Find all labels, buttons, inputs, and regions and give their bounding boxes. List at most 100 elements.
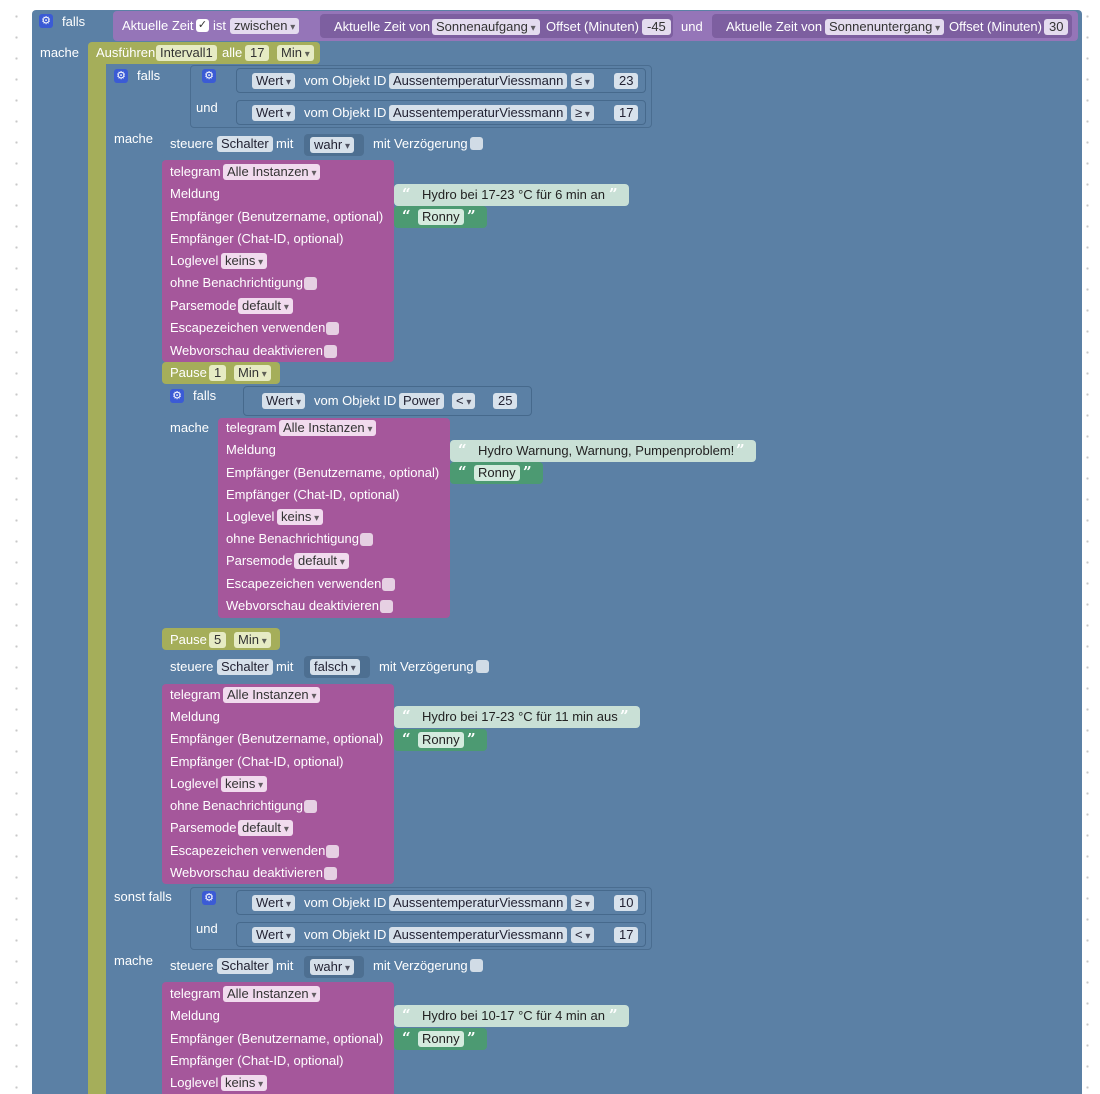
delay-checkbox[interactable] — [476, 660, 489, 673]
loglevel-dropdown[interactable]: keins — [277, 509, 324, 525]
text-block[interactable] — [394, 1005, 629, 1027]
quote-open-icon: “ — [402, 185, 411, 203]
value-dropdown[interactable]: Wert — [252, 73, 296, 89]
gear-icon[interactable]: ⚙ — [114, 69, 128, 83]
pause-value[interactable]: 5 — [209, 632, 227, 648]
control-target[interactable]: Schalter — [217, 958, 273, 974]
value-dropdown[interactable]: Wert — [262, 393, 306, 409]
pause-unit[interactable]: Min — [234, 365, 271, 381]
instance-dropdown[interactable]: Alle Instanzen — [223, 164, 321, 180]
recipient-chat-label: Empfänger (Chat-ID, optional) — [226, 487, 400, 502]
telegram-block[interactable] — [218, 418, 450, 618]
value-dropdown[interactable]: Wert — [252, 927, 296, 943]
telegram-label: telegram — [226, 420, 277, 435]
compare-value[interactable]: 23 — [614, 73, 639, 89]
object-id[interactable]: AussentemperaturViessmann — [389, 927, 568, 943]
recipient-user-label: Empfänger (Benutzername, optional) — [170, 731, 384, 746]
telegram-block[interactable] — [162, 684, 394, 884]
compare-value[interactable]: 25 — [493, 393, 518, 409]
instance-dropdown[interactable]: Alle Instanzen — [223, 986, 321, 1002]
recipient-chat-label: Empfänger (Chat-ID, optional) — [170, 231, 344, 246]
object-id[interactable]: AussentemperaturViessmann — [389, 73, 568, 89]
delay-label: mit Verzögerung — [373, 136, 468, 151]
delay-checkbox[interactable] — [470, 959, 483, 972]
loglevel-dropdown[interactable]: keins — [221, 776, 268, 792]
quote-open-icon: “ — [402, 1029, 411, 1047]
pause-value[interactable]: 1 — [209, 365, 227, 381]
message-text[interactable]: Hydro bei 10-17 °C für 4 min an — [422, 1008, 605, 1023]
sunset-dropdown[interactable]: Sonnenuntergang — [825, 19, 945, 35]
webpreview-checkbox[interactable] — [324, 867, 337, 880]
webpreview-checkbox[interactable] — [324, 345, 337, 358]
instance-dropdown[interactable]: Alle Instanzen — [279, 420, 377, 436]
gear-icon[interactable]: ⚙ — [39, 14, 53, 28]
quote-open-icon: “ — [402, 730, 411, 748]
operator-dropdown[interactable]: ≤ — [571, 73, 594, 89]
time-mode-dropdown[interactable]: zwischen — [230, 18, 300, 34]
object-label: vom Objekt ID — [304, 895, 387, 910]
operator-dropdown[interactable]: ≥ — [571, 895, 594, 911]
text-block[interactable] — [394, 184, 629, 206]
loglevel-label: Loglevel — [170, 1075, 219, 1090]
gear-icon[interactable]: ⚙ — [202, 891, 216, 905]
value-dropdown[interactable]: Wert — [252, 105, 296, 121]
parsemode-label: Parsemode — [226, 553, 293, 568]
object-label: vom Objekt ID — [314, 393, 397, 408]
parsemode-dropdown[interactable]: default — [294, 553, 349, 569]
object-id[interactable]: AussentemperaturViessmann — [389, 895, 568, 911]
time-label: Aktuelle Zeit — [122, 18, 194, 33]
escape-checkbox[interactable] — [326, 845, 339, 858]
operator-dropdown[interactable]: < — [452, 393, 476, 409]
recipient-text[interactable]: Ronny — [474, 465, 520, 481]
silent-checkbox[interactable] — [304, 800, 317, 813]
operator-dropdown[interactable]: < — [571, 927, 595, 943]
parsemode-dropdown[interactable]: default — [238, 298, 293, 314]
recipient-text[interactable]: Ronny — [418, 732, 464, 748]
operator-dropdown[interactable]: ≥ — [571, 105, 594, 121]
telegram-block[interactable] — [162, 160, 394, 362]
loglevel-dropdown[interactable]: keins — [221, 1075, 268, 1091]
loglevel-dropdown[interactable]: keins — [221, 253, 268, 269]
sunrise-offset[interactable]: -45 — [642, 19, 671, 35]
sunset-offset[interactable]: 30 — [1044, 19, 1069, 35]
pause-unit[interactable]: Min — [234, 632, 271, 648]
compare-value[interactable]: 17 — [614, 927, 639, 943]
silent-checkbox[interactable] — [304, 277, 317, 290]
quote-open-icon: “ — [458, 463, 467, 481]
control-target[interactable]: Schalter — [217, 136, 273, 152]
webpreview-checkbox[interactable] — [380, 600, 393, 613]
message-text[interactable]: Hydro bei 17-23 °C für 11 min aus — [422, 709, 618, 724]
recipient-text[interactable]: Ronny — [418, 1031, 464, 1047]
bool-dropdown[interactable]: falsch — [310, 659, 360, 675]
interval-unit[interactable]: Min — [277, 45, 314, 61]
message-text[interactable]: Hydro Warnung, Warnung, Pumpenproblem! — [478, 443, 735, 458]
if-power-block[interactable] — [162, 384, 218, 624]
delay-checkbox[interactable] — [470, 137, 483, 150]
interval-name[interactable]: Intervall1 — [156, 45, 217, 61]
escape-checkbox[interactable] — [326, 322, 339, 335]
parsemode-dropdown[interactable]: default — [238, 820, 293, 836]
time-checkbox[interactable]: ✓ — [196, 19, 209, 32]
bool-dropdown[interactable]: wahr — [310, 959, 354, 975]
sunrise-dropdown[interactable]: Sonnenaufgang — [432, 19, 540, 35]
message-text[interactable]: Hydro bei 17-23 °C für 6 min an — [422, 187, 605, 202]
mache-label: mache — [114, 131, 154, 146]
text-block[interactable] — [394, 706, 640, 728]
escape-checkbox[interactable] — [382, 578, 395, 591]
control-target[interactable]: Schalter — [217, 659, 273, 675]
compare-value[interactable]: 10 — [614, 895, 639, 911]
interval-value[interactable]: 17 — [245, 45, 270, 61]
value-dropdown[interactable]: Wert — [252, 895, 296, 911]
recipient-text[interactable]: Ronny — [418, 209, 464, 225]
text-block[interactable] — [450, 440, 756, 462]
instance-dropdown[interactable]: Alle Instanzen — [223, 687, 321, 703]
bool-dropdown[interactable]: wahr — [310, 137, 354, 153]
object-id[interactable]: Power — [399, 393, 444, 409]
silent-checkbox[interactable] — [360, 533, 373, 546]
compare-block[interactable] — [243, 386, 532, 416]
object-id[interactable]: AussentemperaturViessmann — [389, 105, 568, 121]
gear-icon[interactable]: ⚙ — [170, 389, 184, 403]
object-label: vom Objekt ID — [304, 73, 387, 88]
gear-icon[interactable]: ⚙ — [202, 69, 216, 83]
compare-value[interactable]: 17 — [614, 105, 639, 121]
